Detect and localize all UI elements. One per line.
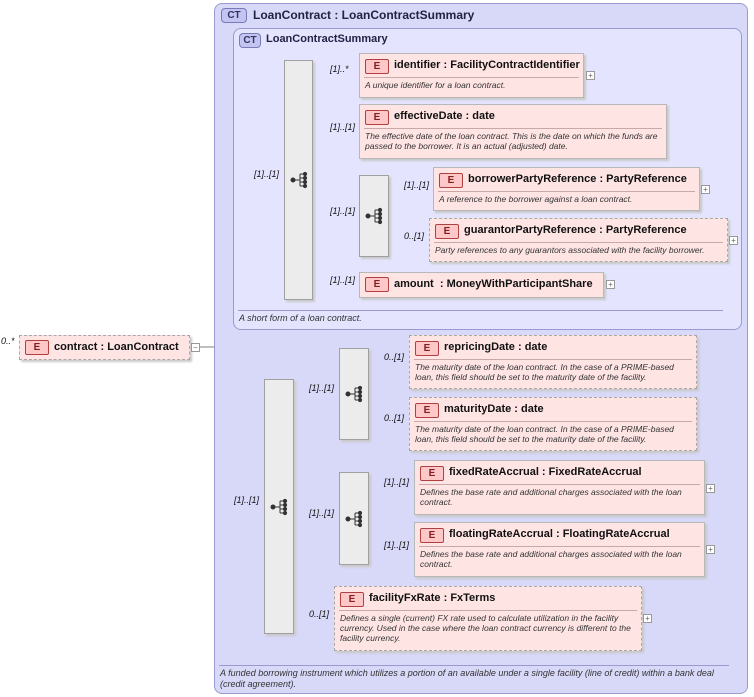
- element-badge: E: [439, 173, 463, 188]
- element-description: Defines the base rate and additional cha…: [420, 549, 682, 569]
- element-description: A reference to the borrower against a lo…: [439, 194, 633, 204]
- element-badge: E: [415, 341, 439, 356]
- summary-seq-cardinality: [1]..[1]: [254, 169, 280, 179]
- element-separator: [414, 359, 692, 360]
- element-badge: E: [365, 277, 389, 292]
- element-maturity-date[interactable]: E maturityDate : date The maturity date …: [409, 397, 697, 451]
- maturity-date-cardinality: 0..[1]: [384, 413, 405, 423]
- effective-date-cardinality: [1]..[1]: [330, 122, 356, 132]
- complex-type-badge: CT: [239, 33, 261, 48]
- element-name: maturityDate : date: [444, 403, 544, 415]
- element-description: The effective date of the loan contract.…: [365, 131, 658, 151]
- element-badge: E: [415, 403, 439, 418]
- accrual-sequence[interactable]: [339, 472, 369, 565]
- fx-rate-cardinality: 0..[1]: [309, 609, 330, 619]
- borrower-cardinality: [1]..[1]: [404, 180, 430, 190]
- sequence-icon: [270, 498, 288, 515]
- element-separator: [364, 128, 662, 129]
- element-description: The maturity date of the loan contract. …: [415, 362, 674, 382]
- outer-type-title: LoanContract : LoanContractSummary: [253, 8, 475, 22]
- fixed-rate-cardinality: [1]..[1]: [384, 477, 410, 487]
- element-description: A unique identifier for a loan contract.: [365, 80, 506, 90]
- element-amount[interactable]: E amount : MoneyWithParticipantShare: [359, 272, 604, 298]
- extension-seq-cardinality: [1]..[1]: [234, 495, 260, 505]
- expand-icon[interactable]: +: [701, 185, 710, 194]
- party-seq-cardinality: [1]..[1]: [330, 206, 356, 216]
- element-description: The maturity date of the loan contract. …: [415, 424, 674, 444]
- element-badge: E: [420, 528, 444, 543]
- element-repricing-date[interactable]: E repricingDate : date The maturity date…: [409, 335, 697, 389]
- element-separator: [419, 546, 700, 547]
- sequence-icon: [345, 510, 363, 527]
- element-badge: E: [365, 110, 389, 125]
- element-name: repricingDate : date: [444, 341, 548, 353]
- identifier-cardinality: [1]..*: [330, 64, 349, 74]
- party-sequence[interactable]: [359, 175, 389, 257]
- root-cardinality: 0..*: [1, 336, 15, 346]
- element-fixed-rate-accrual[interactable]: E fixedRateAccrual : FixedRateAccrual De…: [414, 460, 705, 515]
- element-separator: [419, 484, 700, 485]
- element-name: guarantorPartyReference : PartyReference: [464, 224, 687, 236]
- expand-icon[interactable]: +: [706, 545, 715, 554]
- element-floating-rate-accrual[interactable]: E floatingRateAccrual : FloatingRateAccr…: [414, 522, 705, 577]
- element-separator: [339, 610, 637, 611]
- summary-sequence[interactable]: [284, 60, 313, 300]
- element-borrower-party-reference[interactable]: E borrowerPartyReference : PartyReferenc…: [433, 167, 700, 211]
- element-separator: [364, 77, 579, 78]
- dates-sequence[interactable]: [339, 348, 369, 440]
- element-badge: E: [340, 592, 364, 607]
- dates-choice-cardinality: [1]..[1]: [309, 383, 335, 393]
- outer-separator: [219, 665, 729, 666]
- element-name: amount : MoneyWithParticipantShare: [394, 278, 593, 290]
- expand-icon[interactable]: +: [706, 484, 715, 493]
- element-name: borrowerPartyReference : PartyReference: [468, 173, 687, 185]
- floating-rate-cardinality: [1]..[1]: [384, 540, 410, 550]
- accrual-choice-cardinality: [1]..[1]: [309, 508, 335, 518]
- inner-separator: [238, 310, 723, 311]
- expand-icon[interactable]: +: [729, 236, 738, 245]
- element-name: fixedRateAccrual : FixedRateAccrual: [449, 466, 642, 478]
- element-badge: E: [420, 466, 444, 481]
- expand-icon[interactable]: +: [606, 280, 615, 289]
- element-badge: E: [25, 340, 49, 355]
- complex-type-badge: CT: [221, 8, 247, 23]
- element-contract[interactable]: E contract : LoanContract: [19, 335, 190, 360]
- sequence-icon: [345, 385, 363, 403]
- sequence-icon: [290, 171, 307, 189]
- element-name: identifier : FacilityContractIdentifier: [394, 59, 580, 71]
- element-badge: E: [435, 224, 459, 239]
- guarantor-cardinality: 0..[1]: [404, 231, 425, 241]
- inner-type-title: LoanContractSummary: [266, 33, 388, 45]
- element-name: facilityFxRate : FxTerms: [369, 592, 496, 604]
- expand-icon[interactable]: +: [643, 614, 652, 623]
- amount-cardinality: [1]..[1]: [330, 275, 356, 285]
- collapse-icon[interactable]: −: [191, 343, 200, 352]
- sequence-icon: [365, 207, 383, 225]
- element-separator: [414, 421, 692, 422]
- element-effective-date[interactable]: E effectiveDate : date The effective dat…: [359, 104, 667, 159]
- element-facility-fx-rate[interactable]: E facilityFxRate : FxTerms Defines a sin…: [334, 586, 642, 651]
- element-separator: [438, 191, 695, 192]
- element-description: Defines the base rate and additional cha…: [420, 487, 682, 507]
- element-name: contract : LoanContract: [54, 341, 179, 353]
- element-identifier[interactable]: E identifier : FacilityContractIdentifie…: [359, 53, 584, 98]
- element-description: Party references to any guarantors assoc…: [435, 245, 705, 255]
- element-name: effectiveDate : date: [394, 110, 495, 122]
- element-badge: E: [365, 59, 389, 74]
- inner-type-description: A short form of a loan contract.: [239, 313, 362, 323]
- repricing-date-cardinality: 0..[1]: [384, 352, 405, 362]
- element-guarantor-party-reference[interactable]: E guarantorPartyReference : PartyReferen…: [429, 218, 728, 262]
- element-separator: [434, 242, 723, 243]
- element-description: Defines a single (current) FX rate used …: [340, 613, 631, 643]
- element-name: floatingRateAccrual : FloatingRateAccrua…: [449, 528, 670, 540]
- expand-icon[interactable]: +: [586, 71, 595, 80]
- outer-type-description: A funded borrowing instrument which util…: [220, 668, 714, 689]
- extension-sequence[interactable]: [264, 379, 294, 634]
